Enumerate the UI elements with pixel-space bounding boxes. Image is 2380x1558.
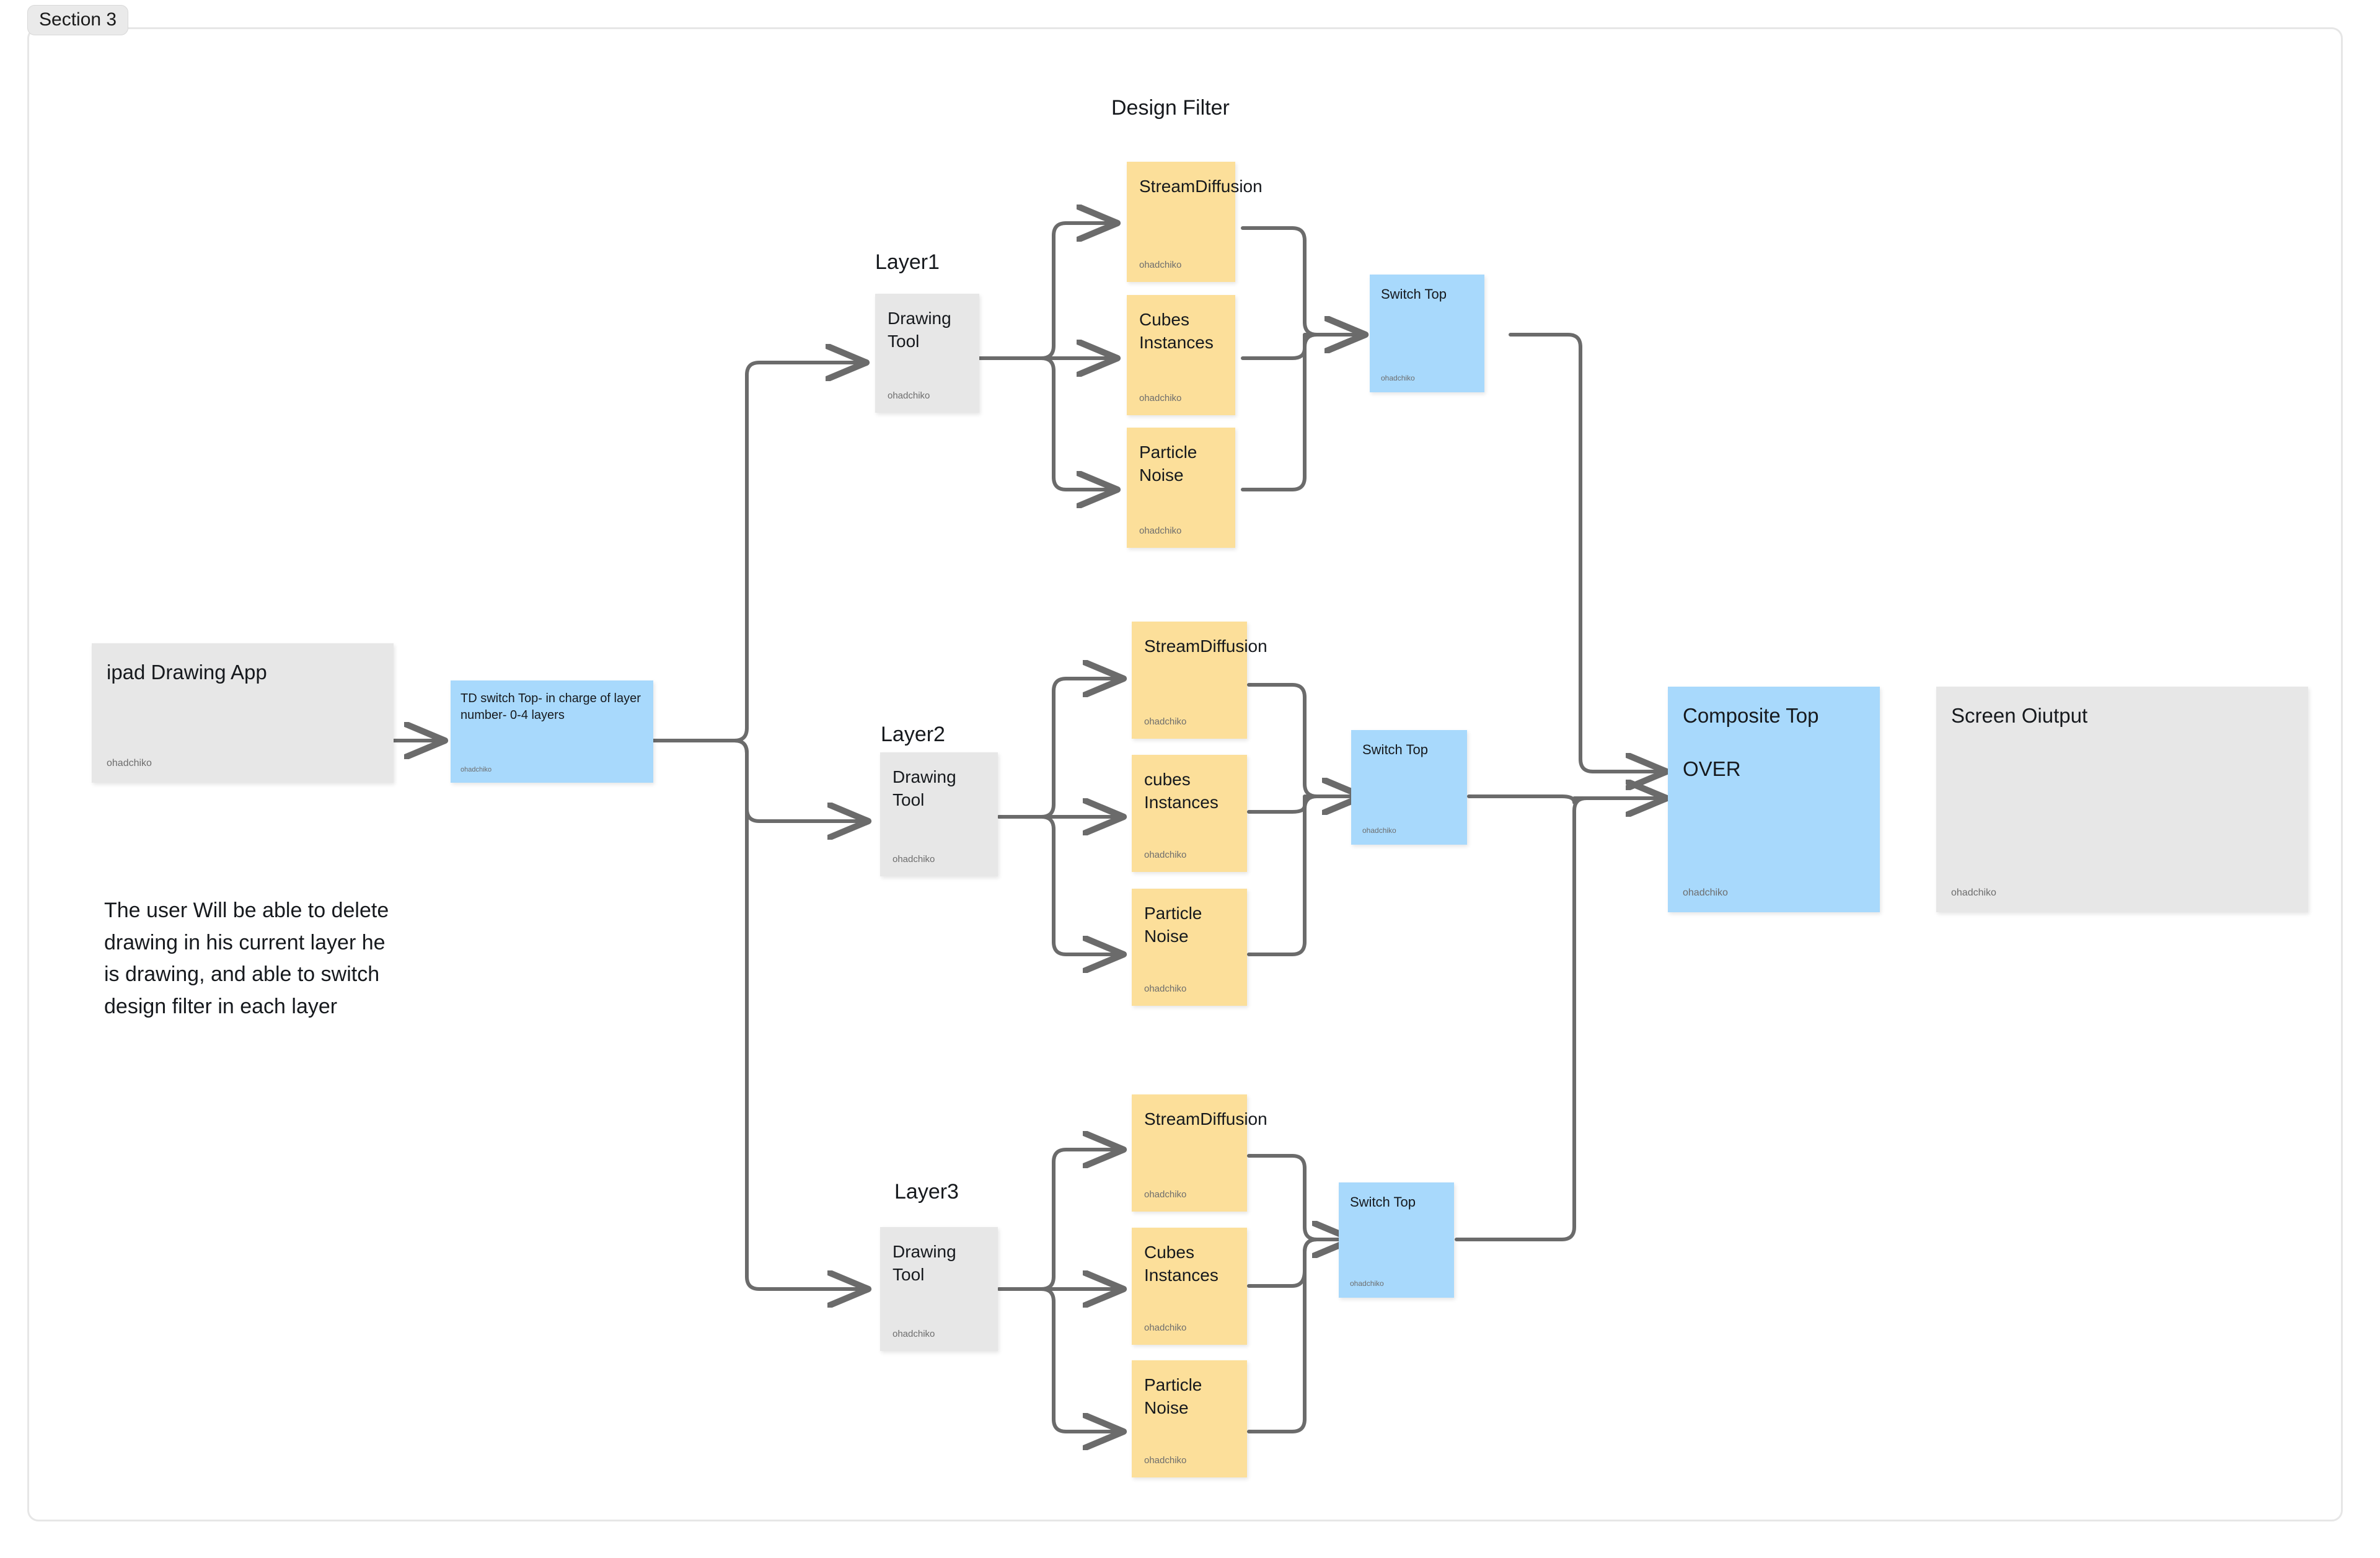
node-title: cubes Instances xyxy=(1144,770,1219,812)
node-layer3-cubes-instances[interactable]: Cubes Instances ohadchiko xyxy=(1132,1228,1247,1345)
node-author: ohadchiko xyxy=(1144,1455,1187,1466)
node-screen-output[interactable]: Screen Oiutput ohadchiko xyxy=(1936,687,2308,912)
section-label[interactable]: Section 3 xyxy=(27,5,129,35)
node-title: Drawing Tool xyxy=(892,1242,956,1284)
node-title: TD switch Top- in charge of layer number… xyxy=(461,692,641,722)
note-text: The user Will be able to delete drawing … xyxy=(104,899,389,1019)
node-layer1-particle-noise[interactable]: Particle Noise ohadchiko xyxy=(1127,428,1235,548)
node-author: ohadchiko xyxy=(1350,1279,1384,1288)
node-title: Particle Noise xyxy=(1139,442,1197,485)
node-author: ohadchiko xyxy=(888,390,930,401)
node-author: ohadchiko xyxy=(461,765,492,773)
layer2-label: Layer2 xyxy=(881,723,945,746)
node-author: ohadchiko xyxy=(1362,825,1396,835)
node-layer1-drawing-tool[interactable]: Drawing Tool ohadchiko xyxy=(875,294,979,413)
node-author: ohadchiko xyxy=(107,757,152,768)
node-title: Drawing Tool xyxy=(892,767,956,809)
node-title: Particle Noise xyxy=(1144,1375,1202,1417)
node-author: ohadchiko xyxy=(1683,887,1728,898)
node-title: Composite Top OVER xyxy=(1683,704,1819,780)
node-title: ipad Drawing App xyxy=(107,661,267,684)
node-title: Switch Top xyxy=(1381,286,1447,302)
node-title: StreamDiffusion xyxy=(1144,636,1267,656)
node-title: Particle Noise xyxy=(1144,904,1202,946)
layer1-label: Layer1 xyxy=(875,250,940,274)
node-author: ohadchiko xyxy=(892,854,935,865)
node-author: ohadchiko xyxy=(1139,260,1182,270)
node-layer1-streamdiffusion[interactable]: StreamDiffusion ohadchiko xyxy=(1127,162,1263,282)
diagram-title: Design Filter xyxy=(1111,96,1230,120)
node-author: ohadchiko xyxy=(892,1329,935,1339)
node-author: ohadchiko xyxy=(1144,716,1187,727)
node-author: ohadchiko xyxy=(1144,1189,1187,1200)
layer3-label: Layer3 xyxy=(894,1180,959,1204)
node-title: Switch Top xyxy=(1362,742,1428,757)
node-layer2-streamdiffusion[interactable]: StreamDiffusion ohadchiko xyxy=(1132,622,1267,739)
node-td-switch-top[interactable]: TD switch Top- in charge of layer number… xyxy=(451,680,653,783)
node-title: StreamDiffusion xyxy=(1139,177,1263,196)
node-layer2-cubes-instances[interactable]: cubes Instances ohadchiko xyxy=(1132,755,1247,872)
node-layer3-drawing-tool[interactable]: Drawing Tool ohadchiko xyxy=(880,1227,998,1351)
node-author: ohadchiko xyxy=(1144,984,1187,994)
node-layer2-drawing-tool[interactable]: Drawing Tool ohadchiko xyxy=(880,752,998,876)
node-title: StreamDiffusion xyxy=(1144,1109,1267,1129)
node-layer3-particle-noise[interactable]: Particle Noise ohadchiko xyxy=(1132,1360,1247,1477)
node-author: ohadchiko xyxy=(1144,850,1187,860)
node-layer1-cubes-instances[interactable]: Cubes Instances ohadchiko xyxy=(1127,295,1235,415)
node-layer2-particle-noise[interactable]: Particle Noise ohadchiko xyxy=(1132,889,1247,1006)
node-title: Cubes Instances xyxy=(1139,310,1214,352)
node-layer3-switch-top[interactable]: Switch Top ohadchiko xyxy=(1339,1182,1454,1298)
node-author: ohadchiko xyxy=(1139,526,1182,536)
node-author: ohadchiko xyxy=(1381,373,1415,382)
node-title: Cubes Instances xyxy=(1144,1243,1219,1285)
node-title: Drawing Tool xyxy=(888,309,951,351)
node-author: ohadchiko xyxy=(1139,393,1182,403)
node-layer2-switch-top[interactable]: Switch Top ohadchiko xyxy=(1351,730,1467,845)
node-author: ohadchiko xyxy=(1951,887,1996,898)
node-layer3-streamdiffusion[interactable]: StreamDiffusion ohadchiko xyxy=(1132,1094,1267,1212)
node-layer1-switch-top[interactable]: Switch Top ohadchiko xyxy=(1370,275,1484,392)
node-title: Screen Oiutput xyxy=(1951,704,2088,727)
node-composite-top[interactable]: Composite Top OVER ohadchiko xyxy=(1668,687,1880,912)
node-ipad-drawing-app[interactable]: ipad Drawing App ohadchiko xyxy=(92,643,394,783)
node-title: Switch Top xyxy=(1350,1194,1416,1210)
node-author: ohadchiko xyxy=(1144,1323,1187,1333)
